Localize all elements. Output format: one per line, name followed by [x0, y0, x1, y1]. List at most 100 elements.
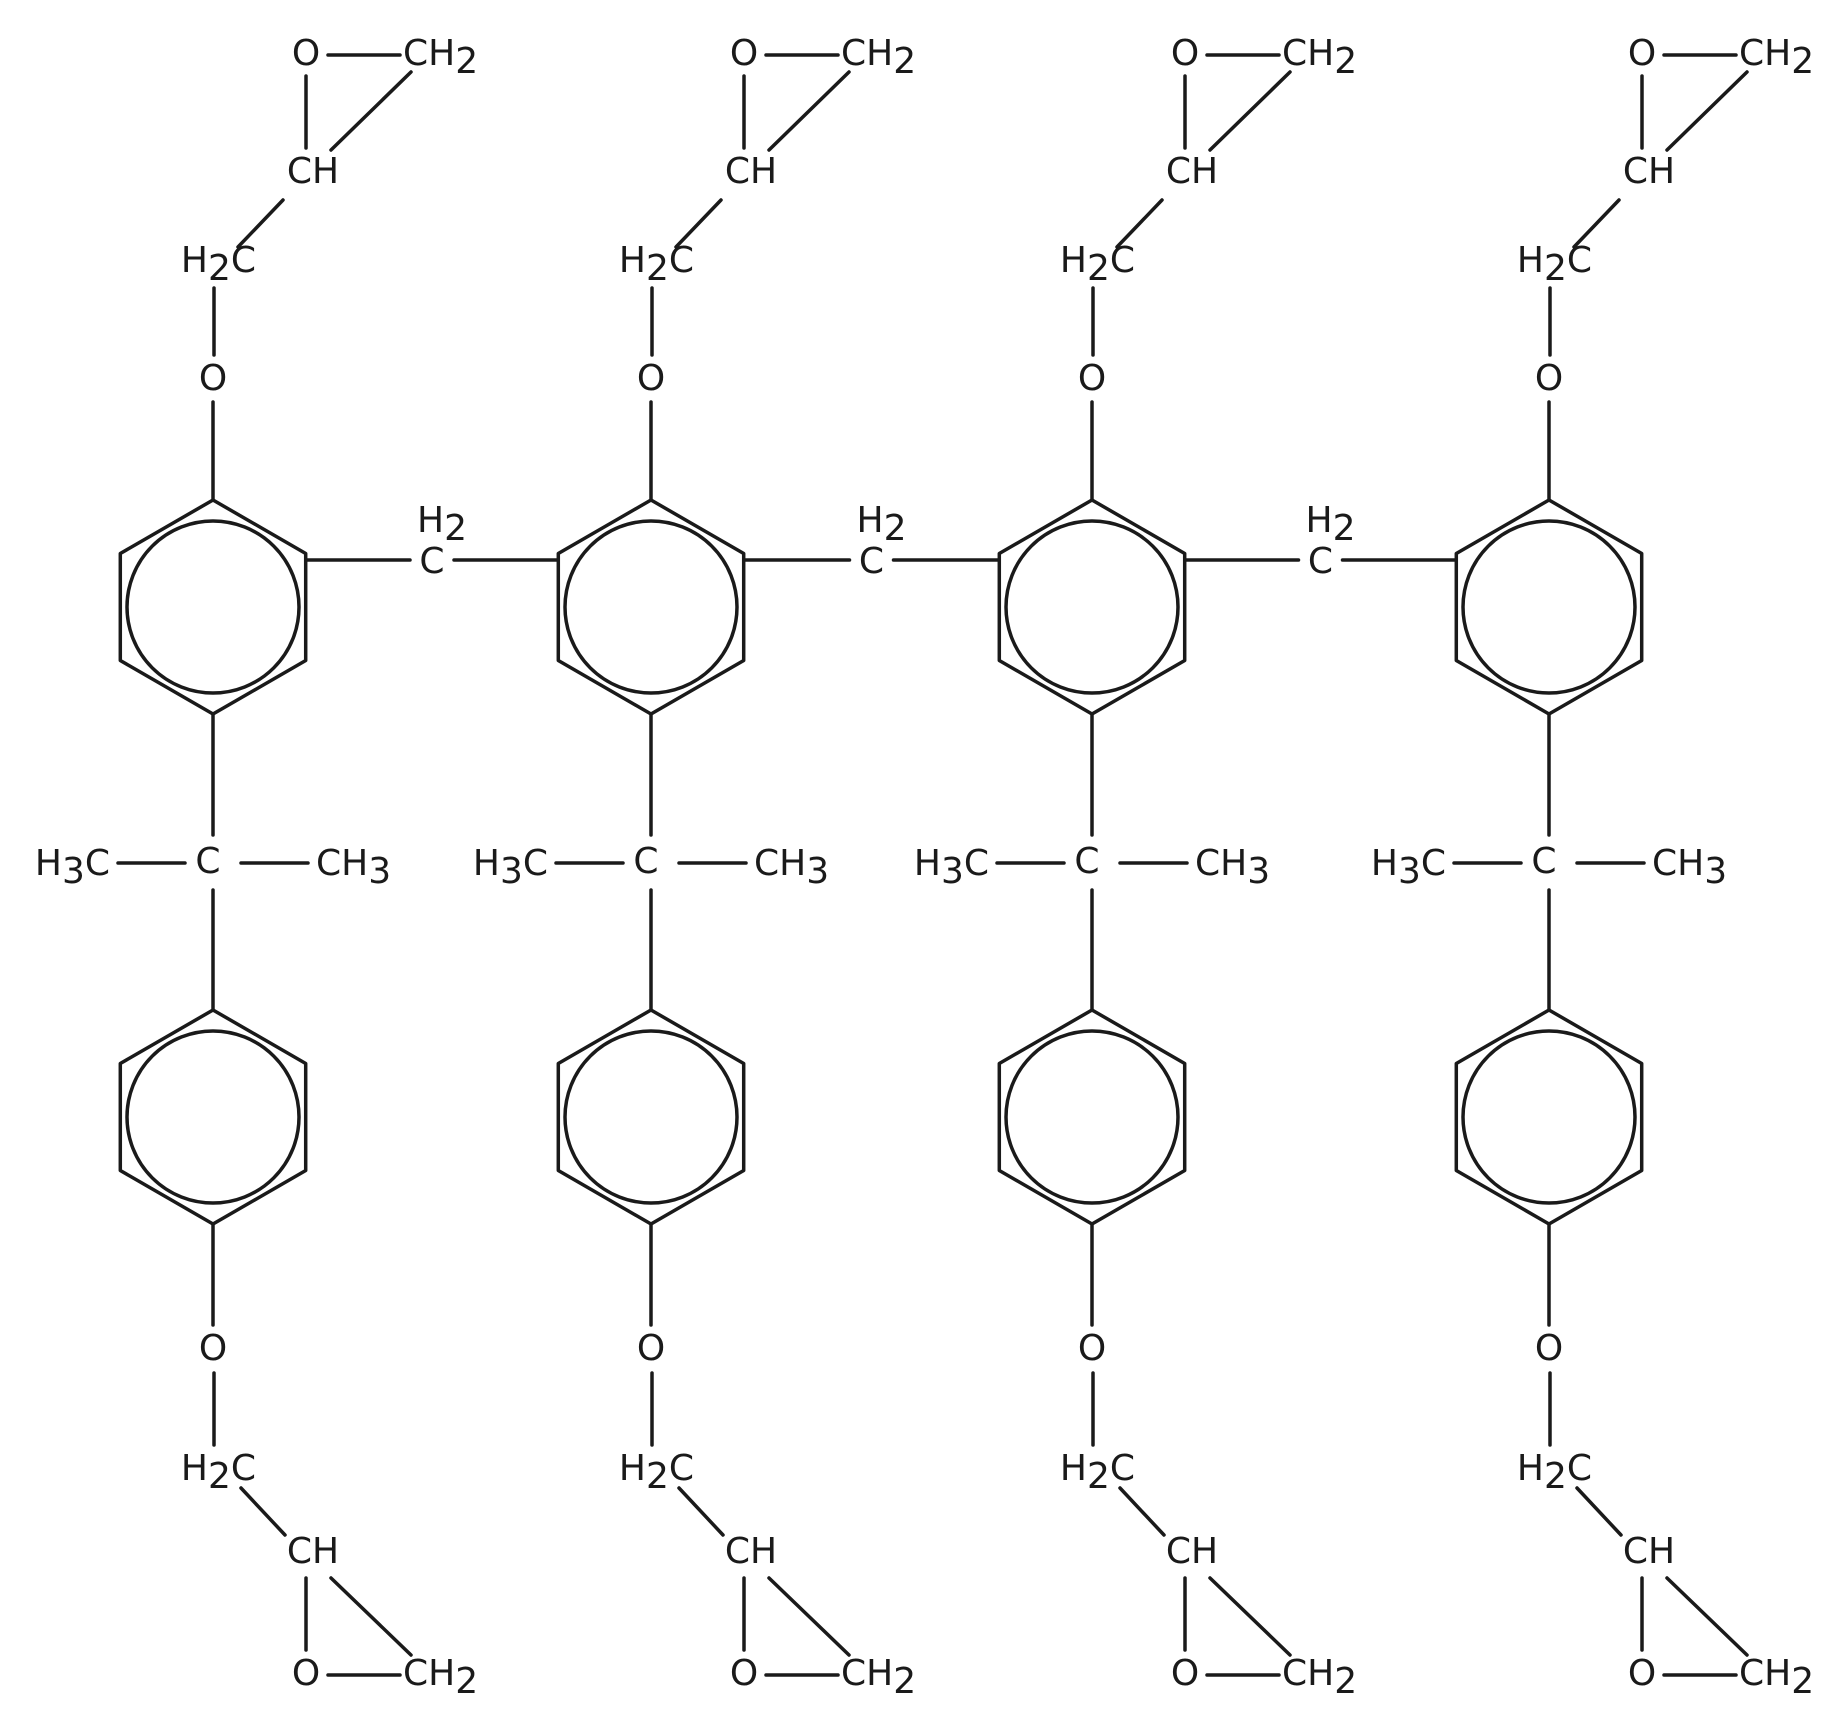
- epoxide-ch-label: CH: [1623, 1531, 1675, 1572]
- quaternary-carbon-label: C: [195, 841, 220, 882]
- epoxide-ch2-label: CH2: [841, 1653, 916, 1702]
- quaternary-carbon-label: C: [1074, 841, 1099, 882]
- ether-oxygen-label: O: [1078, 358, 1106, 399]
- methylene-h2c-label: H2C: [1060, 1448, 1135, 1497]
- methyl-ch3-label: CH3: [316, 843, 391, 892]
- ether-oxygen-label: O: [1535, 1328, 1563, 1369]
- epoxide-ch-ch2-bond: [329, 1576, 413, 1657]
- epoxide-ch2-label: CH2: [1739, 1653, 1814, 1702]
- ch2-ch-bond: [1575, 1486, 1623, 1537]
- ether-oxygen-label: O: [199, 1328, 227, 1369]
- benzene-hexagon: [1454, 498, 1644, 716]
- epoxide-ch2-label: CH2: [403, 33, 478, 82]
- upper-benzene-ring: [997, 498, 1187, 716]
- methyl-ch3-label: CH3: [1195, 843, 1270, 892]
- aromatic-circle: [563, 1029, 739, 1205]
- benzene-hexagon: [556, 1008, 746, 1226]
- bridge-carbon-label: C: [859, 541, 884, 582]
- epoxide-ch-ch2-bond: [767, 1576, 851, 1657]
- lower-benzene-ring: [997, 1008, 1187, 1226]
- epoxide-ch2-label: CH2: [841, 33, 916, 82]
- epoxide-ch-ch2-bond: [1665, 1576, 1749, 1657]
- ch2-ch-bond: [677, 1486, 725, 1537]
- lower-benzene-ring: [118, 1008, 308, 1226]
- methylene-h2c-label: H2C: [181, 1448, 256, 1497]
- epoxide-ch-ch2-bond: [1208, 70, 1292, 152]
- bridge-carbon-label: C: [419, 541, 444, 582]
- ch-ch2-bond: [1115, 198, 1164, 249]
- quaternary-carbon-label: C: [1531, 841, 1556, 882]
- methylene-bridge-3: H2C: [1183, 500, 1458, 582]
- epoxide-ch-ch2-bond: [767, 70, 851, 152]
- aromatic-circle: [1461, 519, 1637, 695]
- methylene-h2c-label: H2C: [619, 1448, 694, 1497]
- epoxide-ch2-label: CH2: [1739, 33, 1814, 82]
- aromatic-circle: [125, 519, 301, 695]
- ether-oxygen-label: O: [1535, 358, 1563, 399]
- upper-benzene-ring: [118, 498, 308, 716]
- lower-benzene-ring: [1454, 1008, 1644, 1226]
- epoxide-ch-ch2-bond: [1665, 70, 1749, 152]
- epoxide-ch-ch2-bond: [1208, 1576, 1292, 1657]
- ether-oxygen-label: O: [1078, 1328, 1106, 1369]
- epoxide-ch-label: CH: [287, 1531, 339, 1572]
- epoxide-ch-label: CH: [1166, 151, 1218, 192]
- aromatic-circle: [125, 1029, 301, 1205]
- epoxide-oxygen-label: O: [1628, 33, 1656, 74]
- bridge-h2-label: H2: [417, 500, 467, 549]
- epoxide-ch2-label: CH2: [403, 1653, 478, 1702]
- aromatic-circle: [1004, 519, 1180, 695]
- ch2-ch-bond: [239, 1486, 287, 1537]
- aromatic-circle: [1004, 1029, 1180, 1205]
- methylene-bridge-1: H2C: [304, 500, 560, 582]
- ch-ch2-bond: [1572, 198, 1621, 249]
- epoxide-oxygen-label: O: [1171, 33, 1199, 74]
- bridge-h2-label: H2: [857, 500, 907, 549]
- epoxide-ch-label: CH: [1166, 1531, 1218, 1572]
- methylene-h2c-label: H2C: [1060, 240, 1135, 289]
- bridge-carbon-label: C: [1308, 541, 1333, 582]
- benzene-hexagon: [997, 498, 1187, 716]
- epoxide-oxygen-label: O: [1628, 1653, 1656, 1694]
- ether-oxygen-label: O: [637, 358, 665, 399]
- ether-oxygen-label: O: [199, 358, 227, 399]
- ch-ch2-bond: [236, 198, 285, 249]
- methylene-bridge-2: H2C: [742, 500, 1001, 582]
- epoxide-ch-label: CH: [725, 151, 777, 192]
- epoxide-oxygen-label: O: [1171, 1653, 1199, 1694]
- ch2-ch-bond: [1118, 1486, 1166, 1537]
- bridge-h2-label: H2: [1306, 500, 1356, 549]
- epoxide-ch-label: CH: [287, 151, 339, 192]
- methylene-h2c-label: H2C: [1517, 1448, 1592, 1497]
- epoxide-oxygen-label: O: [292, 33, 320, 74]
- aromatic-circle: [1461, 1029, 1637, 1205]
- ether-oxygen-label: O: [637, 1328, 665, 1369]
- methylene-h2c-label: H2C: [1517, 240, 1592, 289]
- upper-benzene-ring: [556, 498, 746, 716]
- methyl-h3c-label: H3C: [1371, 843, 1446, 892]
- upper-benzene-ring: [1454, 498, 1644, 716]
- epoxide-oxygen-label: O: [730, 33, 758, 74]
- epoxide-oxygen-label: O: [292, 1653, 320, 1694]
- epoxide-ch2-label: CH2: [1282, 33, 1357, 82]
- epoxide-ch-label: CH: [725, 1531, 777, 1572]
- ch-ch2-bond: [674, 198, 723, 249]
- methylene-h2c-label: H2C: [181, 240, 256, 289]
- methyl-ch3-label: CH3: [754, 843, 829, 892]
- benzene-hexagon: [1454, 1008, 1644, 1226]
- methyl-h3c-label: H3C: [473, 843, 548, 892]
- methyl-ch3-label: CH3: [1652, 843, 1727, 892]
- epoxide-oxygen-label: O: [730, 1653, 758, 1694]
- epoxide-ch-label: CH: [1623, 151, 1675, 192]
- quaternary-carbon-label: C: [633, 841, 658, 882]
- epoxide-ch-ch2-bond: [329, 70, 413, 152]
- methylene-h2c-label: H2C: [619, 240, 694, 289]
- methyl-h3c-label: H3C: [914, 843, 989, 892]
- epoxide-ch2-label: CH2: [1282, 1653, 1357, 1702]
- benzene-hexagon: [118, 498, 308, 716]
